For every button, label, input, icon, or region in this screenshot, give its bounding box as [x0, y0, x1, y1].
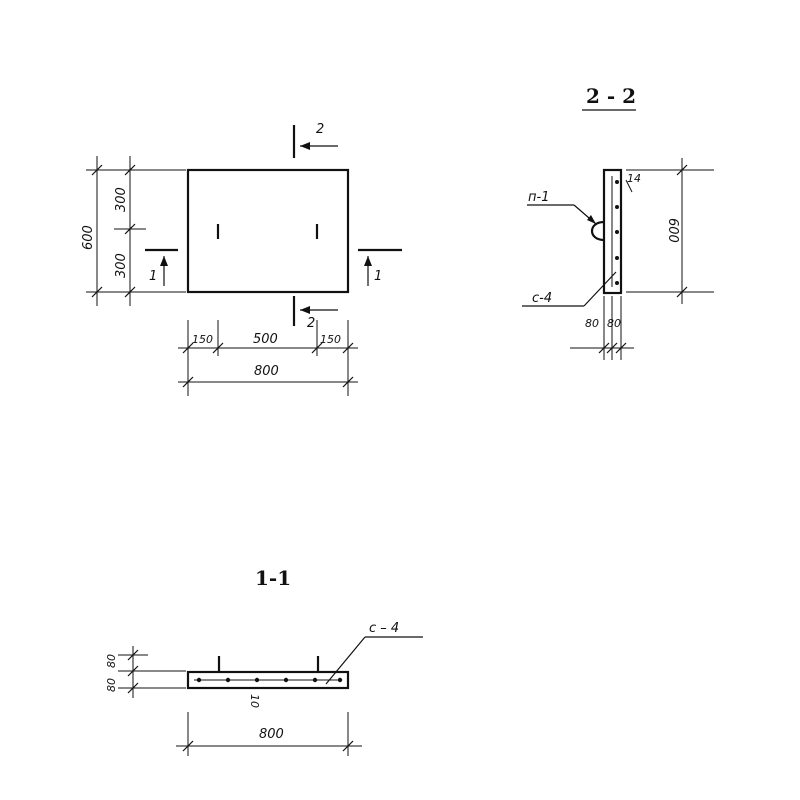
dim-height-total: 600 [81, 225, 96, 250]
label-mesh-c4-1-1: с – 4 [369, 621, 399, 636]
dim-top-80: 80 [105, 654, 118, 668]
plate-outline [186, 168, 350, 294]
cut-1-label-right: 1 [374, 269, 382, 284]
dim-width-800-1-1: 800 [259, 727, 284, 742]
dim-width-left: 150 [192, 333, 213, 346]
dim-bottom-80: 80 [105, 678, 118, 692]
section-1-1-profile [186, 670, 350, 690]
plan-height-dimensions: 600 300 300 [81, 156, 186, 306]
cut-2-marker-top: 2 [292, 122, 338, 158]
dim-width-mid: 500 [253, 332, 278, 347]
dim-width-total: 800 [254, 364, 279, 379]
dim-width-right: 150 [320, 333, 341, 346]
section-2-2: 2 - 2 п-1 с-4 14 600 [522, 84, 714, 360]
plan-view: 2 2 1 1 [81, 122, 402, 396]
cut-1-marker-right: 1 [358, 248, 402, 286]
label-mesh-c4-2-2: с-4 [532, 291, 552, 306]
section-1-1-title: 1-1 [255, 566, 291, 590]
section-1-1: 1-1 с – 4 80 80 10 800 [105, 566, 423, 756]
dim-cover-10: 10 [248, 694, 261, 708]
cut-1-marker-left: 1 [145, 248, 178, 286]
cut-2-label-top: 2 [316, 122, 324, 137]
dim-height-600-2-2: 600 [665, 218, 680, 243]
dim-height-lower: 300 [114, 253, 129, 278]
label-loop-p1: п-1 [528, 190, 549, 205]
dim-cover-14: 14 [627, 172, 641, 185]
lifting-loop [590, 220, 605, 242]
section-2-2-title: 2 - 2 [586, 84, 636, 108]
plan-width-dimensions: 150 500 150 800 [178, 320, 358, 396]
cut-2-marker-bottom: 2 [292, 296, 338, 331]
dim-thick-a: 80 [585, 317, 599, 330]
cut-1-label-left: 1 [149, 269, 157, 284]
dim-height-upper: 300 [114, 187, 129, 212]
dim-thick-b: 80 [607, 317, 621, 330]
cut-2-label-bottom: 2 [307, 316, 315, 331]
section-2-2-profile [602, 168, 623, 295]
